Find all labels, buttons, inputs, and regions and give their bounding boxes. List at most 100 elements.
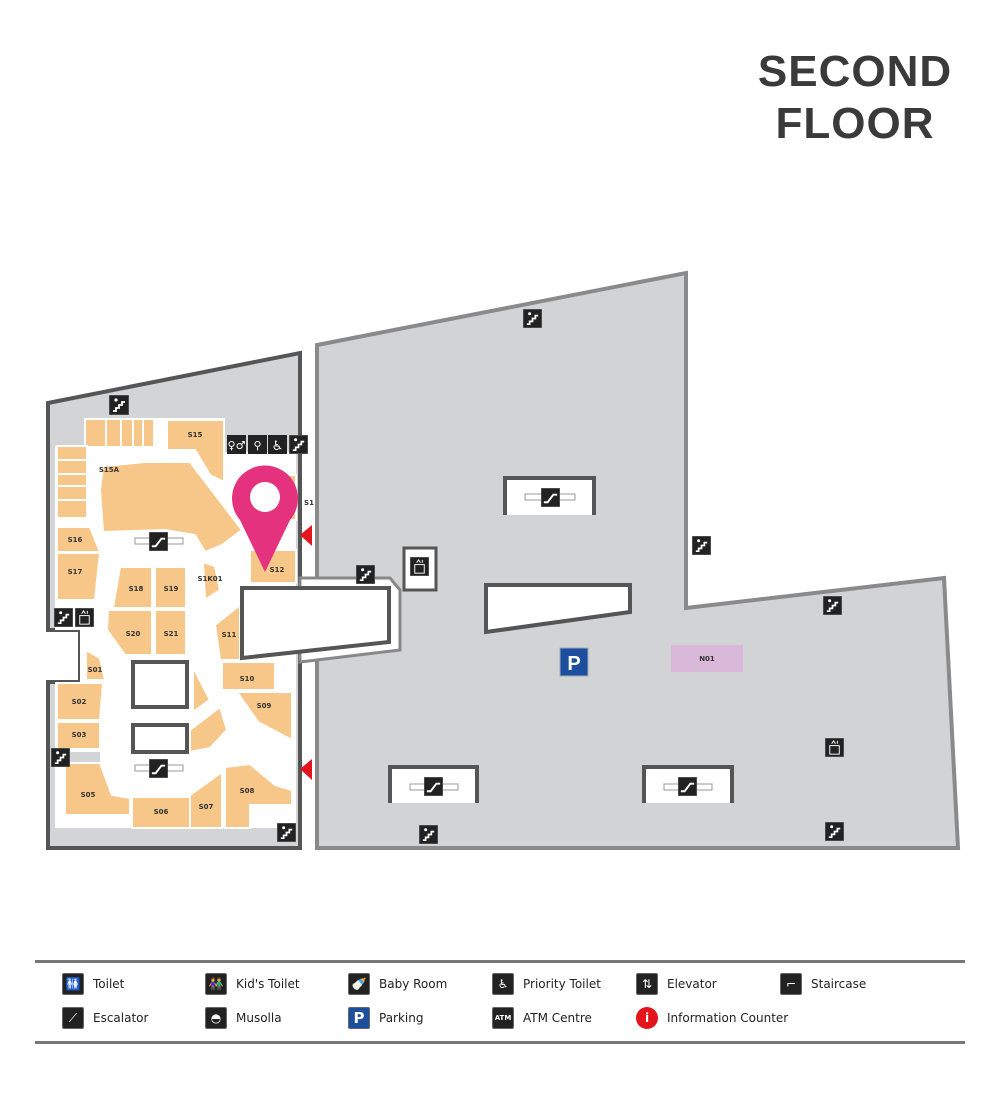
atm-icon: ATM — [492, 1007, 514, 1029]
shop-s02 — [56, 682, 105, 721]
svg-text:S12: S12 — [270, 566, 285, 574]
svg-text:S20: S20 — [126, 630, 141, 638]
legend-item: ◓ Musolla — [205, 1007, 282, 1029]
staircase-icon — [356, 565, 375, 584]
svg-text:S16: S16 — [68, 536, 83, 544]
escalator-icon — [149, 532, 168, 551]
legend-item: 🍼Baby Room — [348, 973, 447, 995]
shop-s1-label: S1 — [304, 499, 314, 507]
staircase-icon — [825, 822, 844, 841]
svg-text:S07: S07 — [199, 803, 214, 811]
shop-s18 — [111, 566, 153, 609]
legend-item: ATM ATM Centre — [492, 1007, 592, 1029]
svg-text:♀♂: ♀♂ — [228, 439, 246, 452]
legend-item: ⇅ Elevator — [636, 973, 717, 995]
toilet-icon: 🚻 — [62, 973, 84, 995]
elevator-icon — [825, 738, 844, 757]
legend-item: 👫 Kid's Toilet — [205, 973, 300, 995]
staircase-icon — [109, 395, 129, 415]
legend-label: Parking — [379, 1011, 424, 1025]
shop-s21 — [154, 609, 187, 656]
entrance-arrow — [300, 759, 312, 780]
svg-text:S10: S10 — [240, 675, 255, 683]
staircase-icon — [51, 748, 70, 767]
toilet-icon — [227, 435, 246, 454]
elevator-icon: ⇅ — [636, 973, 658, 995]
shop-s19 — [154, 566, 187, 609]
svg-text:S18: S18 — [129, 585, 144, 593]
svg-text:S06: S06 — [154, 808, 169, 816]
svg-text:S02: S02 — [72, 698, 87, 706]
legend-label: ATM Centre — [523, 1011, 592, 1025]
shop-s05 — [64, 762, 131, 816]
legend-label: Kid's Toilet — [236, 977, 300, 991]
shop-s10 — [221, 661, 276, 691]
staircase-icon — [289, 435, 308, 454]
escalator-icon — [678, 777, 697, 796]
staircase-icon — [419, 825, 438, 844]
legend-label: Elevator — [667, 977, 717, 991]
svg-text:P: P — [567, 653, 580, 675]
svg-text:S19: S19 — [164, 585, 179, 593]
svg-text:S15: S15 — [188, 431, 203, 439]
svg-text:S03: S03 — [72, 731, 87, 739]
legend-item: 🚻 Toilet — [62, 973, 124, 995]
svg-text:S11: S11 — [222, 631, 237, 639]
shop-s15a — [98, 461, 244, 554]
legend-item: i Information Counter — [636, 1007, 788, 1029]
elevator-icon — [410, 557, 429, 576]
facility-icons[interactable]: ♀♂ ⚲ ♿ — [51, 309, 844, 844]
shop-s08 — [224, 762, 293, 829]
escalator-icon — [149, 759, 168, 778]
shop-s17 — [56, 552, 102, 601]
legend: 🚻 Toilet 👫 Kid's Toilet 🍼Baby Room ♿ Priority … — [35, 960, 965, 1044]
shop-s03 — [56, 721, 101, 750]
svg-text:S08: S08 — [240, 787, 255, 795]
entrance-arrow — [300, 525, 312, 546]
shop-s07 — [189, 770, 223, 829]
floor-map[interactable]: P N01 S15 S15A S12 S16 S17 S18 S19 S20 S… — [0, 0, 1000, 950]
escalator-icon — [541, 488, 560, 507]
shop-n01[interactable] — [671, 645, 743, 672]
legend-label: Toilet — [93, 977, 125, 991]
svg-text:♿: ♿ — [272, 439, 284, 454]
right-wing — [315, 270, 961, 850]
legend-label: Priority Toilet — [523, 977, 601, 991]
escalator-icon — [424, 777, 443, 796]
shop-s01 — [85, 648, 107, 681]
svg-text:S21: S21 — [164, 630, 179, 638]
priority-toilet-icon — [268, 435, 287, 454]
legend-label: Musolla — [236, 1011, 282, 1025]
shop-s15 — [166, 419, 225, 484]
legend-label: Escalator — [93, 1011, 149, 1025]
legend-item: ♿ Priority Toilet — [492, 973, 601, 995]
staircase-icon — [523, 309, 542, 328]
priority-toilet-icon: ♿ — [492, 973, 514, 995]
information-icon: i — [636, 1007, 658, 1029]
floor-title: SECOND FLOOR — [757, 47, 953, 148]
svg-text:S15A: S15A — [99, 466, 120, 474]
escalator-icon: ⟋ — [62, 1007, 84, 1029]
svg-text:⚲: ⚲ — [253, 439, 261, 452]
shops — [56, 418, 297, 829]
svg-text:S09: S09 — [257, 702, 272, 710]
shop-s1k01 — [201, 560, 222, 602]
svg-text:S1K01: S1K01 — [197, 575, 222, 583]
parking-marker[interactable] — [559, 647, 589, 677]
legend-label: Information Counter — [667, 1011, 789, 1025]
location-pin-icon[interactable] — [231, 465, 298, 572]
staircase-icon: ⌐ — [780, 973, 802, 995]
legend-label: Baby Room — [379, 977, 448, 991]
shop-s20 — [105, 609, 153, 656]
shop-s09 — [235, 691, 293, 742]
staircase-icon — [823, 596, 842, 615]
staircase-icon — [277, 823, 296, 842]
void — [131, 660, 189, 709]
void — [240, 586, 391, 661]
legend-item: ⟋ Escalator — [62, 1007, 148, 1029]
kids-toilet-icon: 👫 — [205, 973, 227, 995]
musolla-icon: ◓ — [205, 1007, 227, 1029]
void — [131, 723, 189, 754]
kids-toilet-icon — [248, 435, 267, 454]
